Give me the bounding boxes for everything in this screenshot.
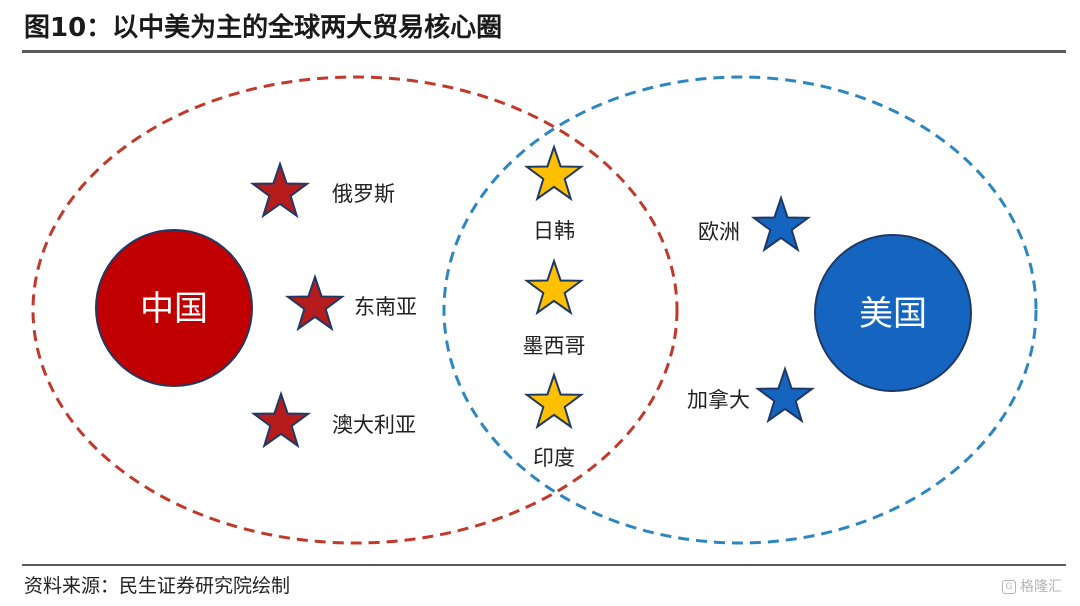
russia-label: 俄罗斯 <box>332 182 395 206</box>
watermark-text: 格隆汇 <box>1020 579 1062 595</box>
europe-star-icon <box>750 194 812 253</box>
watermark-logo-icon: G <box>1002 580 1016 594</box>
usa-circle-boundary <box>442 75 1038 545</box>
mexico-label: 墨西哥 <box>523 334 586 358</box>
mexico-star-icon <box>523 257 585 316</box>
china-circle-boundary <box>31 75 679 545</box>
china-hub-circle <box>95 229 253 387</box>
figure-title: 图10：以中美为主的全球两大贸易核心圈 <box>24 13 503 43</box>
india-star-icon <box>523 371 585 430</box>
australia-star-icon <box>250 390 312 449</box>
canada-star-icon <box>754 365 816 424</box>
source-note: 资料来源：民生证券研究院绘制 <box>24 575 291 597</box>
china-hub-label: 中国 <box>140 289 208 329</box>
japan-korea-label: 日韩 <box>533 219 575 243</box>
japan-korea-star-icon <box>523 143 585 202</box>
europe-label: 欧洲 <box>698 220 740 244</box>
title-divider <box>22 50 1066 53</box>
watermark: G 格隆汇 <box>1002 577 1062 597</box>
source-divider <box>22 564 1066 566</box>
canada-label: 加拿大 <box>687 388 750 412</box>
usa-hub-label: 美国 <box>859 294 927 334</box>
india-label: 印度 <box>533 446 575 470</box>
usa-hub-circle <box>814 234 972 392</box>
southeast-asia-label: 东南亚 <box>354 295 417 319</box>
australia-label: 澳大利亚 <box>332 413 416 437</box>
russia-star-icon <box>249 160 311 219</box>
southeast-asia-star-icon <box>284 273 346 332</box>
